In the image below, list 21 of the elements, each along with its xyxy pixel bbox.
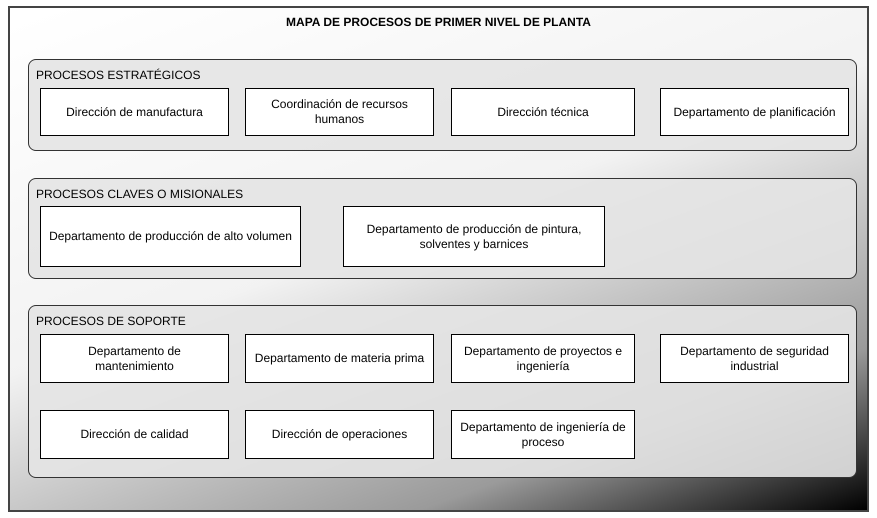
process-box: Dirección de calidad [40, 410, 229, 459]
process-box: Dirección de manufactura [40, 88, 229, 136]
process-group [28, 305, 857, 478]
process-box: Departamento de producción de pintura, solventes y barnices [343, 206, 605, 267]
process-box: Departamento de seguridad industrial [660, 334, 849, 383]
process-group [28, 178, 857, 279]
process-box: Departamento de ingeniería de proceso [451, 410, 635, 459]
group-heading: PROCESOS ESTRATÉGICOS [36, 67, 200, 84]
process-box: Departamento de materia prima [245, 334, 434, 383]
process-box: Departamento de mantenimiento [40, 334, 229, 383]
process-box: Departamento de proyectos e ingeniería [451, 334, 635, 383]
process-box: Coordinación de recursos humanos [245, 88, 434, 136]
frame [8, 6, 869, 512]
process-box: Departamento de planificación [660, 88, 849, 136]
process-box: Departamento de producción de alto volumen [40, 206, 301, 267]
process-box: Dirección técnica [451, 88, 635, 136]
title: MAPA DE PROCESOS DE PRIMER NIVEL DE PLANTA [285, 14, 592, 31]
process-box: Dirección de operaciones [245, 410, 434, 459]
process-group [28, 59, 857, 151]
group-heading: PROCESOS CLAVES O MISIONALES [36, 186, 244, 203]
group-heading: PROCESOS DE SOPORTE [36, 313, 186, 330]
